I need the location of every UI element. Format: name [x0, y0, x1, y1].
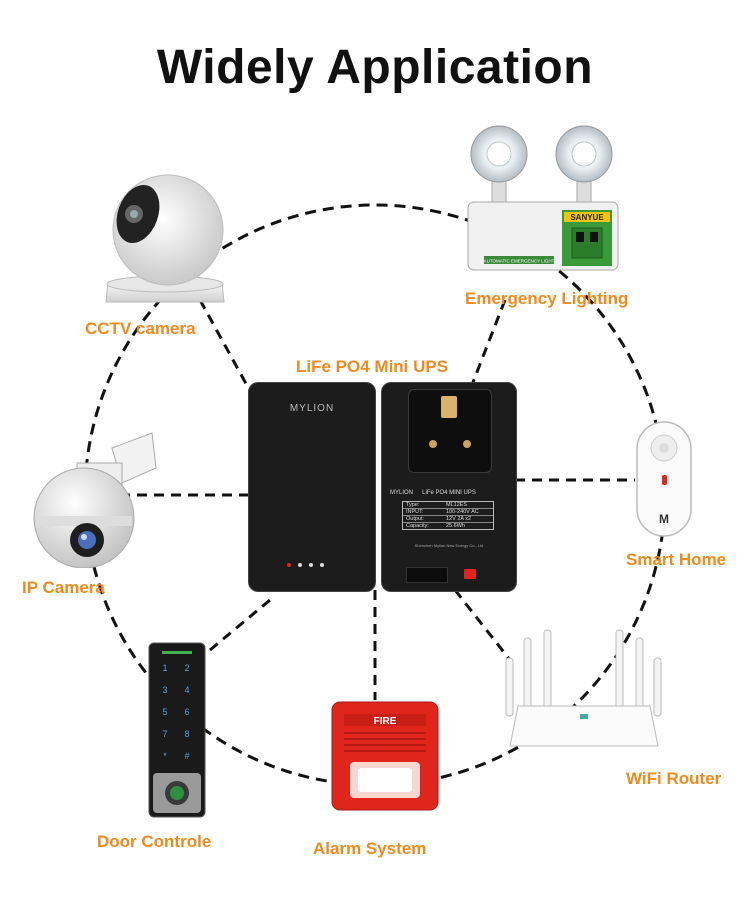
svg-text:5: 5 — [162, 707, 167, 717]
spec-row: Capacity:25.6Wh — [406, 523, 465, 529]
spec-row: INPUT:100-240V AC — [403, 509, 493, 516]
plug-socket — [408, 389, 492, 473]
dc-port — [406, 567, 448, 583]
power-switch-icon — [464, 569, 476, 579]
svg-text:6: 6 — [184, 707, 189, 717]
svg-text:*: * — [163, 751, 167, 761]
emergency-strip-text: AUTOMATIC EMERGENCY LIGHT — [484, 259, 555, 264]
wifi-router-image — [505, 629, 662, 747]
svg-text:2: 2 — [184, 663, 189, 673]
ups-spec-title: LiFe PO4 MINI UPS — [422, 490, 476, 496]
alarm-fire-text: FIRE — [374, 716, 397, 727]
svg-text:#: # — [184, 751, 189, 761]
wifi-router-label: WiFi Router — [626, 769, 722, 788]
smart-home-sensor-image: M — [636, 421, 692, 537]
spec-row: Type:ML12ES — [403, 502, 493, 509]
alarm-system-image: FIRE — [331, 701, 439, 811]
spec-row: Output:12V 2A x2 — [403, 516, 493, 523]
ups-brand-front: MYLION — [289, 403, 335, 414]
cctv-label: CCTV camera — [85, 319, 196, 338]
svg-text:3: 3 — [162, 685, 167, 695]
smart-home-label: Smart Home — [626, 550, 727, 569]
ups-front: MYLION — [248, 382, 376, 592]
page-title: Widely Application — [156, 41, 594, 94]
ups-leds — [287, 563, 324, 567]
cctv-camera-image — [105, 174, 225, 303]
ip-camera-image — [33, 432, 157, 568]
emergency-light-image: AUTOMATIC EMERGENCY LIGHT SANYUE — [467, 125, 619, 271]
center-ups-label: LiFe PO4 Mini UPS — [296, 357, 449, 376]
svg-text:4: 4 — [184, 685, 189, 695]
spoke-door — [209, 598, 271, 652]
svg-text:8: 8 — [184, 729, 189, 739]
spoke-emergency — [468, 299, 507, 391]
svg-text:1: 1 — [162, 663, 167, 673]
door-controller-image: 1 2 3 4 5 6 7 8 * # — [148, 642, 206, 818]
svg-text:M: M — [659, 512, 669, 526]
ups-maker: Shenzhen Mylion New Energy Co., Ltd — [414, 543, 484, 548]
spoke-cctv — [198, 299, 257, 401]
svg-text:7: 7 — [162, 729, 167, 739]
alarm-system-label: Alarm System — [313, 839, 427, 858]
ups-brand-back: MYLION — [390, 490, 414, 496]
ip-camera-label: IP Camera — [22, 578, 105, 597]
ups-spec-table: Type:ML12ES INPUT:100-240V AC Output:12V… — [402, 501, 494, 530]
spoke-router — [453, 589, 512, 661]
ups-back: MYLION LiFe PO4 MINI UPS Type:ML12ES INP… — [381, 382, 517, 592]
emergency-brand: SANYUE — [570, 213, 604, 222]
emergency-label: Emergency Lighting — [465, 289, 629, 308]
door-controle-label: Door Controle — [97, 832, 212, 851]
